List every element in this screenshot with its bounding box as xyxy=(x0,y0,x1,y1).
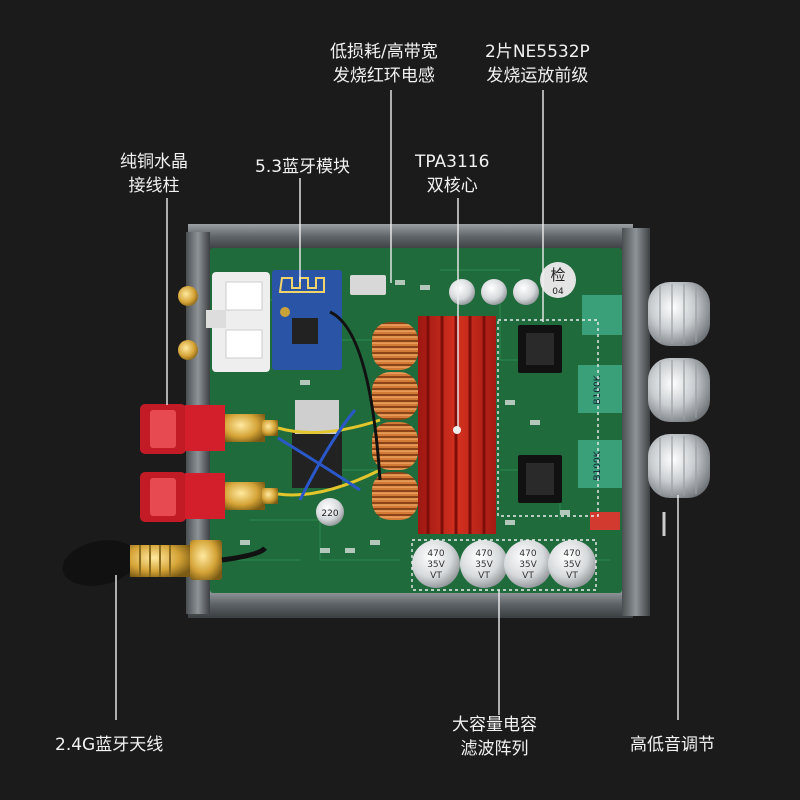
svg-text:470: 470 xyxy=(563,549,580,559)
svg-text:VT: VT xyxy=(478,571,490,581)
callout-frames xyxy=(411,319,599,591)
rca-gold-jacks xyxy=(178,286,198,360)
knob-volume xyxy=(648,434,710,498)
bluetooth-module xyxy=(272,270,386,370)
svg-text:VT: VT xyxy=(566,571,578,581)
svg-text:35V: 35V xyxy=(427,560,445,570)
rca-input-socket xyxy=(206,272,270,372)
small-caps-top xyxy=(449,279,539,305)
antenna xyxy=(62,540,268,586)
callout-tone-knobs: 高低音调节 xyxy=(630,735,715,755)
callout-bluetooth-module: 5.3蓝牙模块 xyxy=(255,157,351,177)
svg-text:35V: 35V xyxy=(519,560,537,570)
svg-text:B100K: B100K xyxy=(593,450,603,480)
knob-bass xyxy=(648,358,710,422)
bottom-rail xyxy=(188,590,633,618)
filter-capacitors: 470 35V VT 470 35V VT 470 35V VT 470 35V… xyxy=(412,540,596,588)
knob-treble xyxy=(648,282,710,346)
svg-text:35V: 35V xyxy=(563,560,581,570)
svg-text:04: 04 xyxy=(552,287,564,297)
filter-cap-1: 470 35V VT xyxy=(412,540,460,588)
filter-cap-3: 470 35V VT xyxy=(504,540,552,588)
red-ring-inductors xyxy=(372,322,418,520)
binding-post-bottom xyxy=(140,472,278,522)
tone-knobs[interactable] xyxy=(648,282,710,536)
svg-text:470: 470 xyxy=(519,549,536,559)
callout-inductor: 低损耗/高带宽 发烧红环电感 xyxy=(330,42,438,86)
svg-text:35V: 35V xyxy=(475,560,493,570)
svg-text:VT: VT xyxy=(522,571,534,581)
top-rail xyxy=(188,224,633,250)
front-panel xyxy=(622,228,650,616)
svg-text:VT: VT xyxy=(430,571,442,581)
callout-capacitors: 大容量电容 滤波阵列 xyxy=(452,715,537,759)
svg-text:470: 470 xyxy=(475,549,492,559)
callout-terminals: 纯铜水晶 接线柱 xyxy=(120,152,188,196)
filter-cap-2: 470 35V VT xyxy=(460,540,508,588)
heatsink xyxy=(418,316,496,534)
callout-lines xyxy=(115,90,679,720)
inspection-stamp: 检 04 xyxy=(540,262,576,298)
svg-text:检: 检 xyxy=(550,266,565,284)
callout-amp-chip: TPA3116 双核心 xyxy=(415,152,490,196)
svg-text:220: 220 xyxy=(321,509,338,519)
svg-text:470: 470 xyxy=(427,549,444,559)
callout-opamp: 2片NE5532P 发烧运放前级 xyxy=(485,42,590,86)
opamp-ne5532p xyxy=(518,325,562,503)
callout-antenna: 2.4G蓝牙天线 xyxy=(55,735,164,755)
binding-post-top xyxy=(140,404,278,454)
wires xyxy=(277,310,382,501)
small-cap-220: 220 xyxy=(316,498,344,526)
filter-cap-4: 470 35V VT xyxy=(548,540,596,588)
